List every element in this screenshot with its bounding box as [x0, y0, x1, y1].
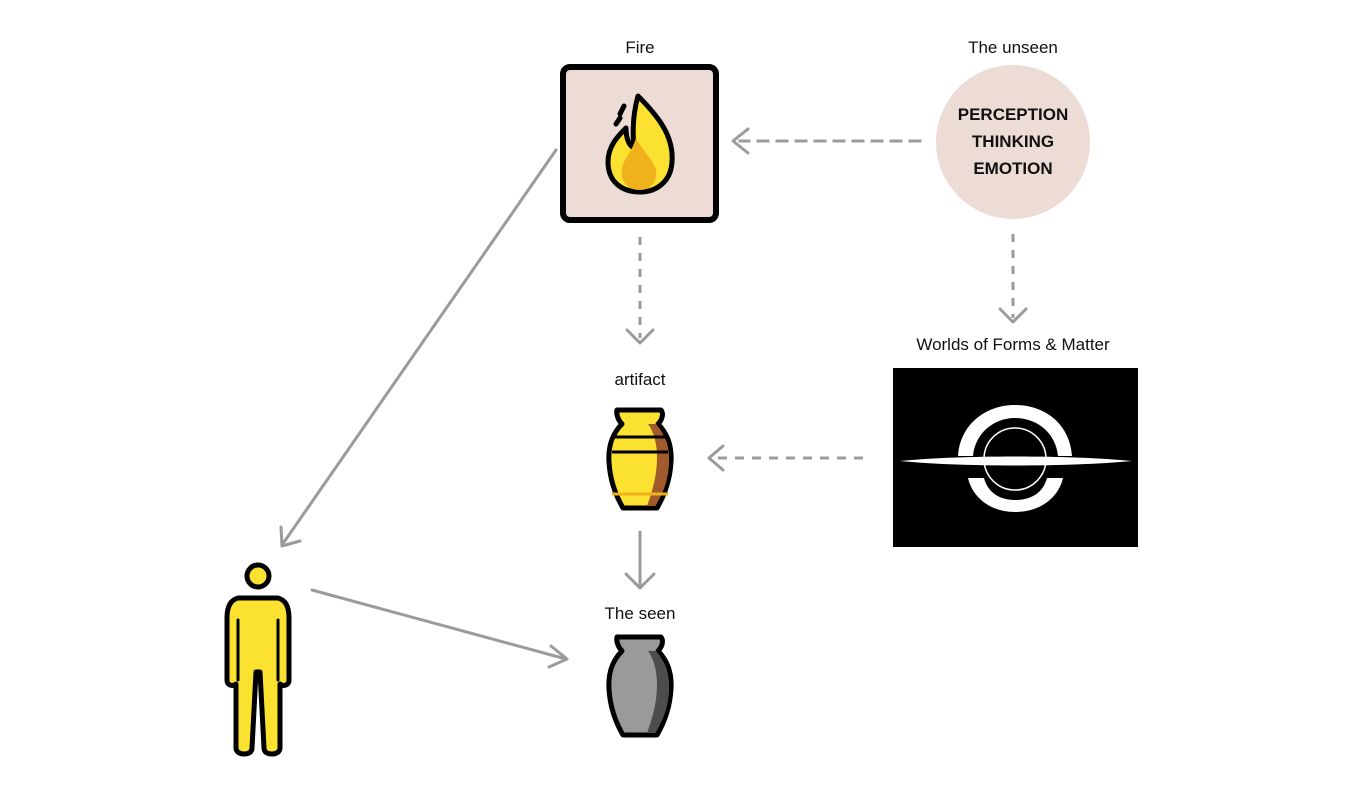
unseen-line-thinking: THINKING — [971, 132, 1055, 151]
edge-fire-to-person — [279, 148, 558, 548]
grey-urn-icon — [606, 634, 674, 738]
edge-person-to-seen — [310, 588, 569, 669]
unseen-label: The unseen — [968, 38, 1058, 57]
worlds-node — [893, 368, 1138, 547]
fire-label: Fire — [625, 38, 655, 57]
black-hole-icon — [900, 405, 1132, 512]
unseen-circle — [936, 65, 1090, 219]
edge-fire-to-artifact — [625, 237, 655, 345]
edge-artifact-to-seen — [624, 530, 656, 590]
edge-unseen-to-fire — [731, 127, 922, 155]
edge-worlds-to-artifact — [707, 444, 863, 472]
fire-icon — [605, 93, 675, 195]
artifact-label: artifact — [614, 370, 666, 389]
unseen-line-emotion: EMOTION — [973, 159, 1053, 178]
person-icon — [224, 562, 292, 757]
edge-unseen-to-worlds — [998, 234, 1028, 324]
unseen-line-perception: PERCEPTION — [957, 105, 1069, 124]
fire-node — [560, 64, 719, 223]
worlds-label: Worlds of Forms & Matter — [916, 335, 1110, 354]
urn-icon — [606, 407, 674, 511]
seen-label: The seen — [604, 604, 676, 623]
